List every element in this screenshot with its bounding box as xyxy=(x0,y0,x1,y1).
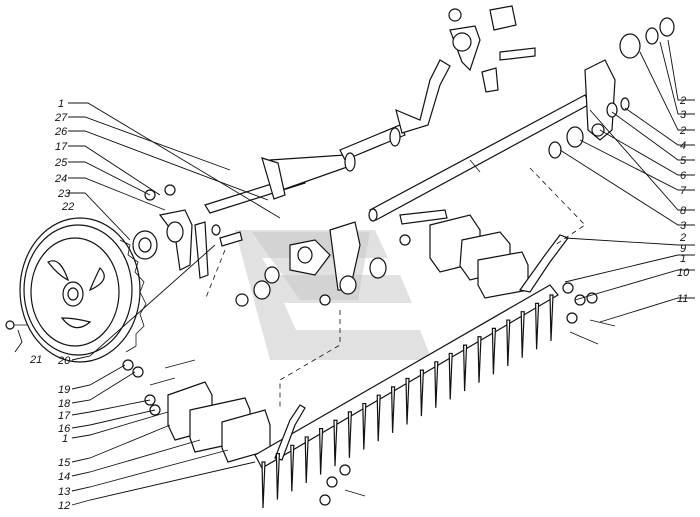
callout-labels: 1 27 26 17 25 24 23 22 21 20 19 18 17 16… xyxy=(29,95,690,512)
label-3: 3 xyxy=(680,109,687,121)
tine xyxy=(405,377,410,425)
tine xyxy=(376,394,381,442)
label-15: 15 xyxy=(58,457,71,469)
tine xyxy=(419,369,425,417)
label-22: 22 xyxy=(61,201,74,213)
label-17: 17 xyxy=(55,141,68,153)
label-2: 2 xyxy=(679,125,686,137)
label-7: 7 xyxy=(680,185,687,197)
label-16: 16 xyxy=(58,423,71,435)
tine xyxy=(534,302,540,350)
label-9: 9 xyxy=(680,243,686,255)
tine xyxy=(333,419,338,467)
hardware-bottom xyxy=(319,282,616,506)
label-1: 1 xyxy=(62,433,68,445)
pulley-sprocket xyxy=(19,217,147,363)
label-24: 24 xyxy=(54,173,67,185)
label-12: 12 xyxy=(58,500,70,512)
tine xyxy=(261,461,266,509)
label-5: 5 xyxy=(680,155,687,167)
tine xyxy=(462,344,468,392)
label-3: 3 xyxy=(680,220,687,232)
label-6: 6 xyxy=(680,170,687,182)
tine xyxy=(390,386,396,433)
label-19: 19 xyxy=(58,384,70,396)
leader-lines xyxy=(14,39,695,506)
label-18: 18 xyxy=(58,398,71,410)
tine xyxy=(506,319,511,367)
tine xyxy=(477,336,482,383)
label-27: 27 xyxy=(54,112,68,124)
label-13: 13 xyxy=(58,486,71,498)
top-center-parts xyxy=(448,5,536,93)
tine xyxy=(549,294,554,342)
tine xyxy=(347,411,353,458)
label-4: 4 xyxy=(680,140,686,152)
label-23: 23 xyxy=(57,188,71,200)
tine xyxy=(448,352,453,400)
bearing-blocks-right xyxy=(399,209,529,299)
label-17: 17 xyxy=(58,410,71,422)
label-10: 10 xyxy=(677,267,690,279)
label-20: 20 xyxy=(57,355,71,367)
tine xyxy=(318,428,324,475)
center-linkage xyxy=(235,221,387,307)
label-11: 11 xyxy=(677,293,688,305)
label-1: 1 xyxy=(680,253,686,265)
upper-right-parts xyxy=(548,17,675,159)
bearing-blocks-left xyxy=(122,359,271,463)
label-25: 25 xyxy=(54,157,68,169)
label-2: 2 xyxy=(679,232,686,244)
tine xyxy=(434,361,439,408)
tine xyxy=(304,436,309,483)
label-26: 26 xyxy=(54,126,68,138)
label-8: 8 xyxy=(680,205,687,217)
label-2: 2 xyxy=(679,95,686,107)
label-14: 14 xyxy=(58,471,70,483)
hub-left xyxy=(5,184,243,330)
label-1: 1 xyxy=(58,98,64,110)
tine-bar xyxy=(254,234,569,509)
tine xyxy=(275,453,281,500)
label-21: 21 xyxy=(29,354,42,366)
tine xyxy=(491,327,497,375)
tine xyxy=(520,311,525,358)
tine xyxy=(362,402,367,450)
tine xyxy=(290,444,295,492)
crankshaft xyxy=(204,59,451,214)
